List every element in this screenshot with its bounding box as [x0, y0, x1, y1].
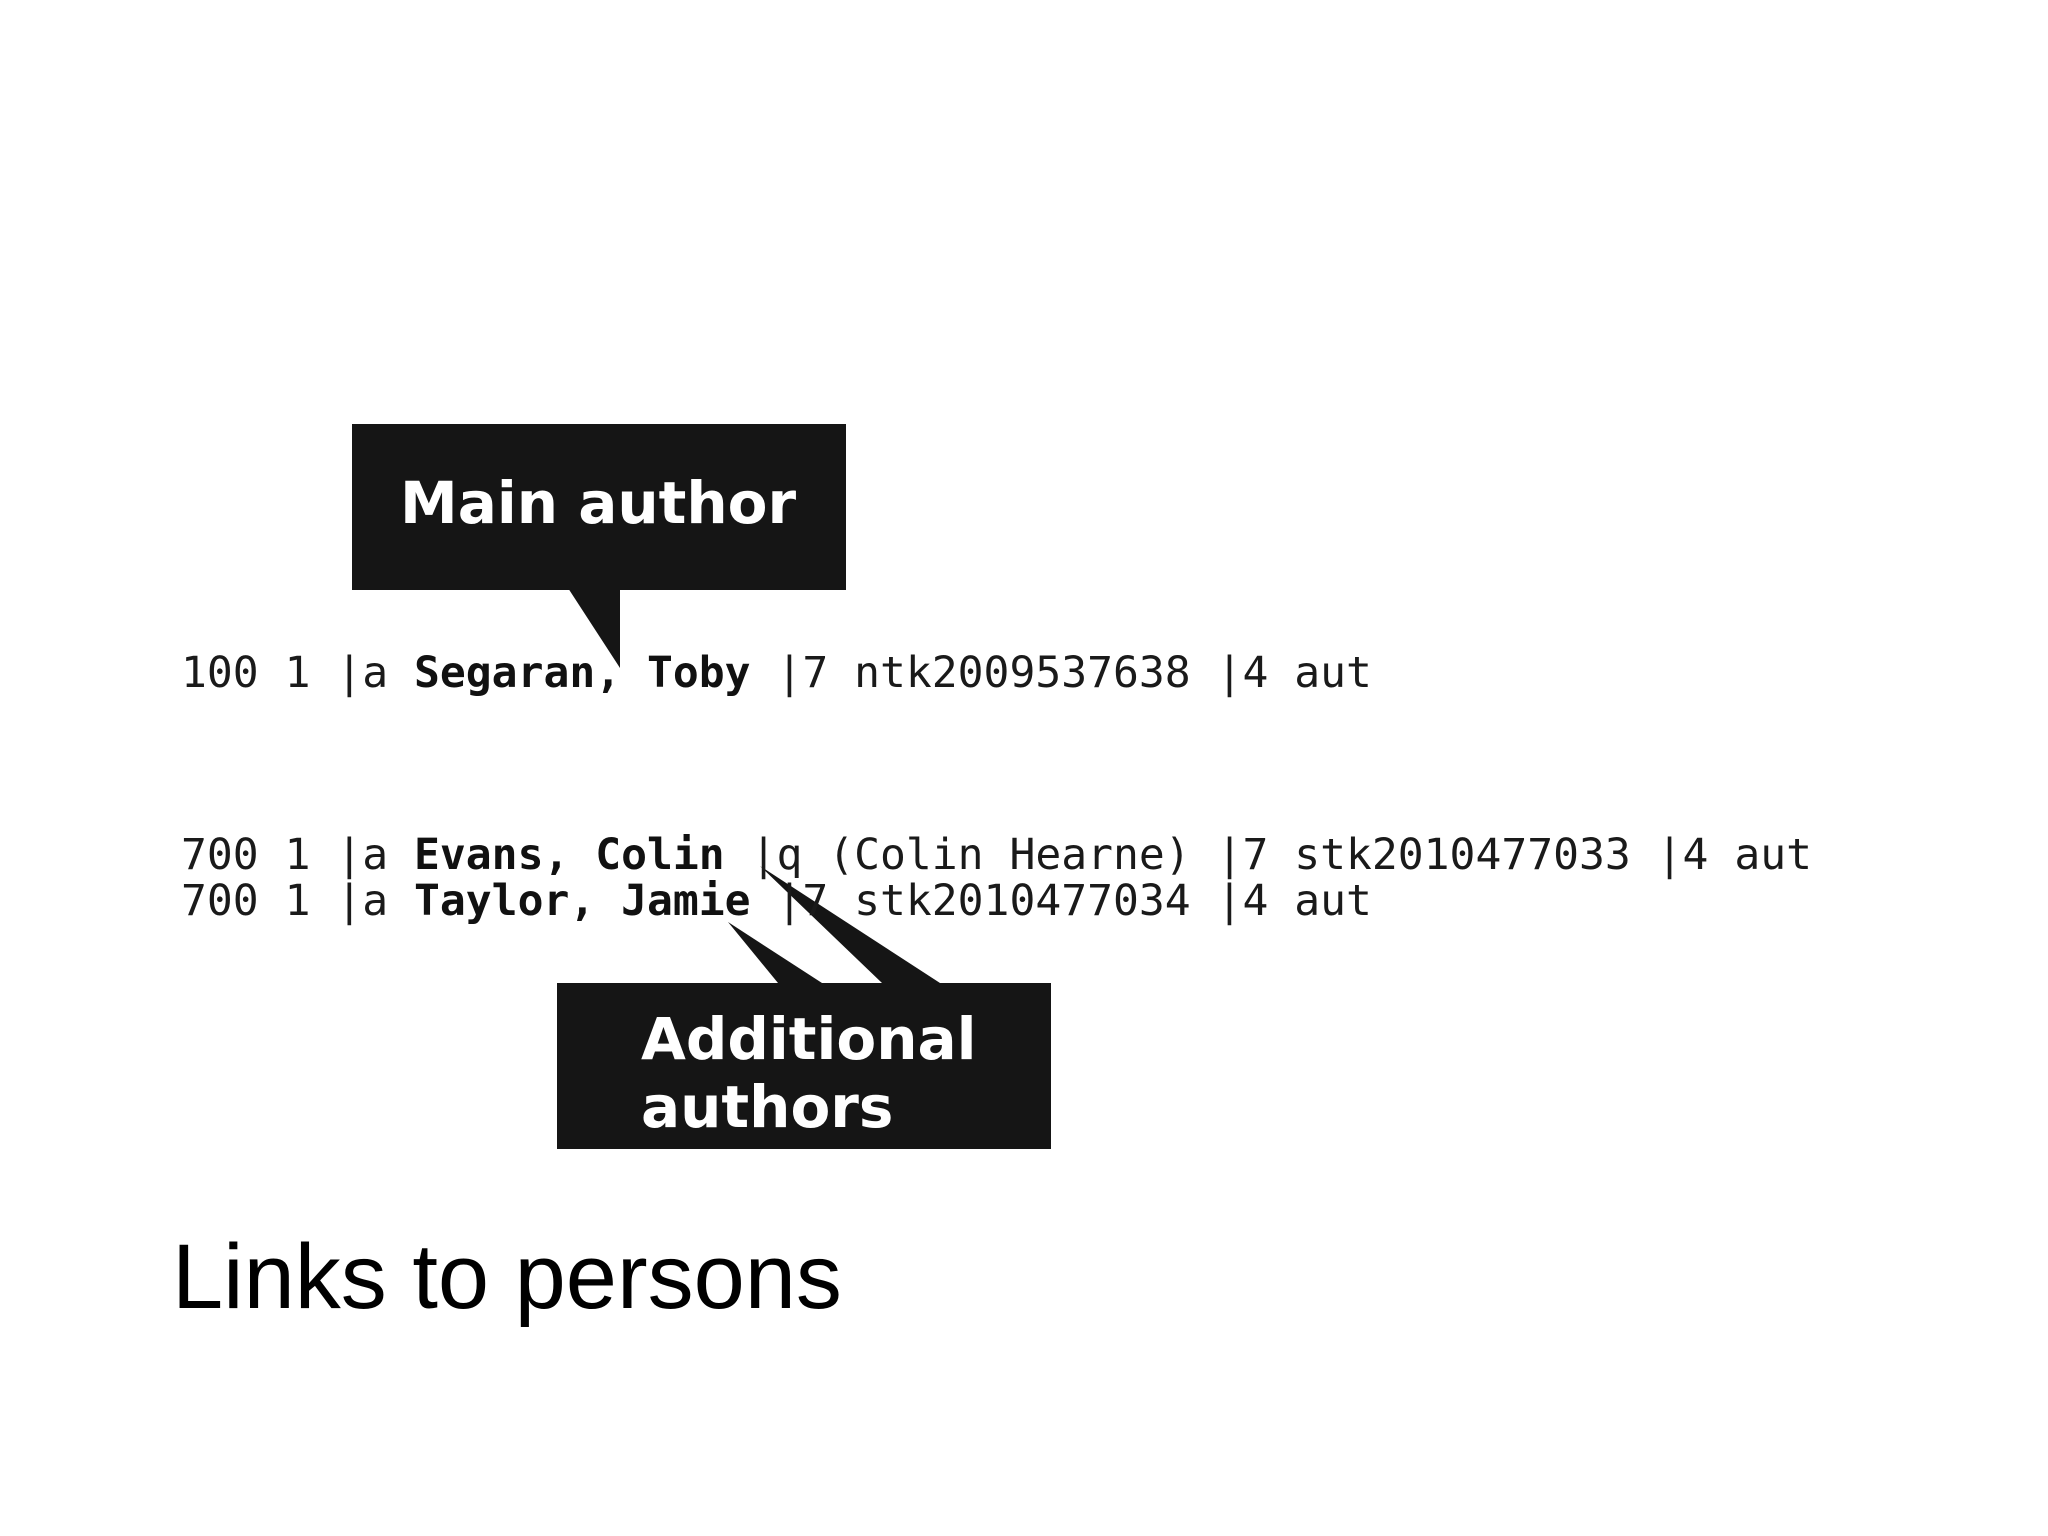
author-name: Evans, Colin — [414, 830, 725, 880]
marc-line-700-taylor: 700 1 |a Taylor, Jamie |7 stk2010477034 … — [181, 878, 1372, 924]
marc-line-100: 100 1 |a Segaran, Toby |7 ntk2009537638 … — [181, 650, 1372, 696]
additional-authors-label-line2: authors — [641, 1073, 894, 1141]
subfield-rest: |7 ntk2009537638 |4 aut — [776, 648, 1372, 698]
slide-caption: Links to persons — [172, 1226, 842, 1328]
subfield-rest: |7 stk2010477034 |4 aut — [776, 876, 1372, 926]
marc-tag: 700 — [181, 876, 259, 926]
marc-tag: 700 — [181, 830, 259, 880]
marc-indicator: 1 — [284, 648, 311, 698]
marc-line-700-evans: 700 1 |a Evans, Colin |q (Colin Hearne) … — [181, 832, 1812, 878]
author-name: Segaran, Toby — [414, 648, 751, 698]
subfield-code: |a — [336, 876, 389, 926]
marc-indicator: 1 — [284, 876, 311, 926]
main-author-callout: Main author — [352, 424, 846, 590]
subfield-rest: |q (Colin Hearne) |7 stk2010477033 |4 au… — [750, 830, 1812, 880]
marc-indicator: 1 — [284, 830, 311, 880]
subfield-code: |a — [336, 830, 389, 880]
marc-tag: 100 — [181, 648, 259, 698]
subfield-code: |a — [336, 648, 389, 698]
additional-authors-callout: Additional authors — [557, 983, 1051, 1149]
additional-authors-label-line1: Additional — [641, 1005, 977, 1073]
author-name: Taylor, Jamie — [414, 876, 751, 926]
main-author-label: Main author — [400, 469, 797, 537]
additional-authors-pointer-taylor — [728, 922, 822, 983]
